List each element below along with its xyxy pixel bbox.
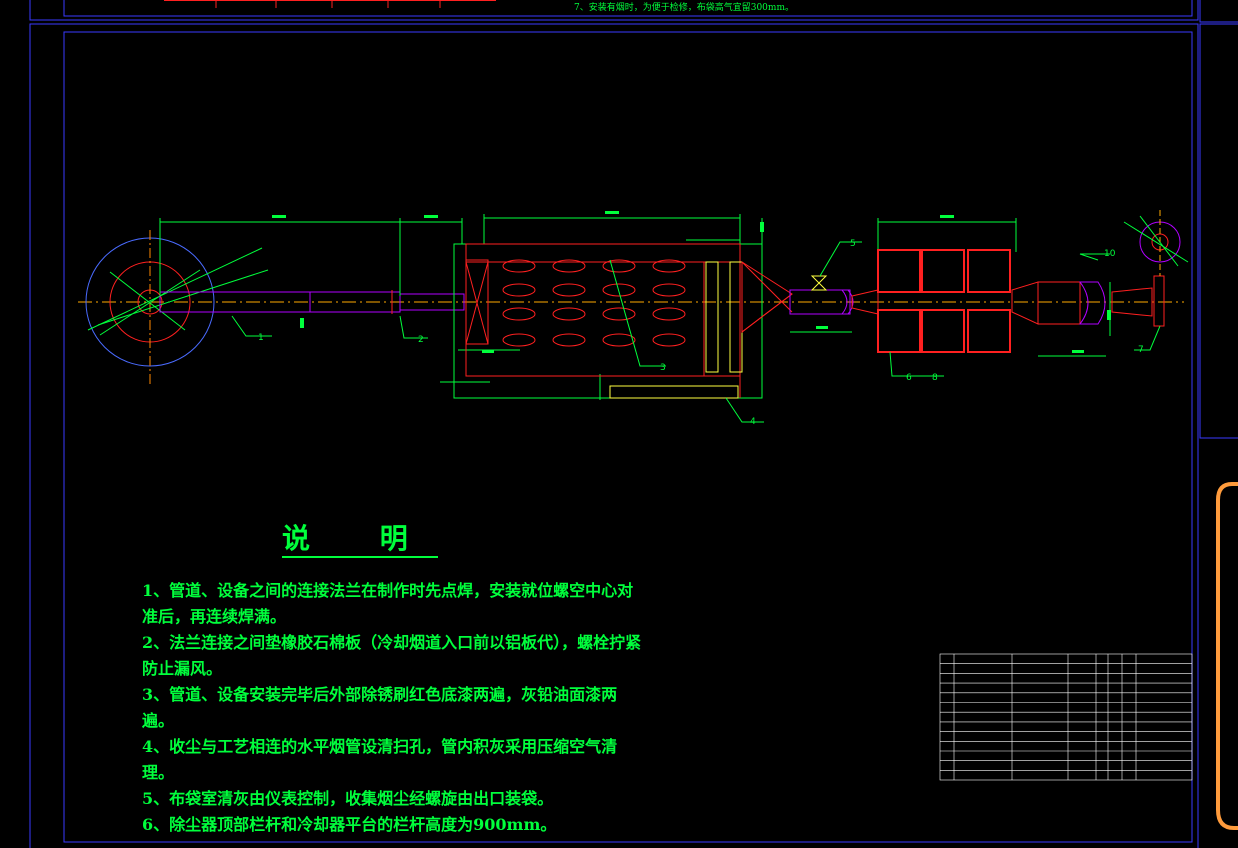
filter-bag [502,333,536,347]
dimension-lines [159,214,1111,400]
filter-bag [602,283,636,297]
note-item: 6、除尘器顶部栏杆和冷却器平台的栏杆高度为900mm。 [142,815,557,834]
drawing-frames [29,0,1238,848]
filter-bag [602,333,636,347]
note-item: 2、法兰连接之间垫橡胶石棉板（冷却烟道入口前以铝板代），螺栓拧紧防止漏风。 [142,633,642,678]
top-sheet-frame-inner [63,0,1193,17]
cyclone-circle [85,230,269,385]
note-item: 1、管道、设备之间的连接法兰在制作时先点焊，安装就位螺空中心对准后，再连续焊满。 [142,581,634,626]
note-item: 3、管道、设备安装完毕后外部除锈刷红色底漆两遍，灰铅油面漆两遍。 [142,685,618,730]
part-label-2: 2 [418,335,424,345]
filter-bag [552,307,586,321]
dust-collector [453,243,793,399]
notes-list: 1、管道、设备之间的连接法兰在制作时先点焊，安装就位螺空中心对准后，再连续焊满。… [142,578,642,838]
part-label-10: 10 [1104,249,1116,259]
filter-bag [652,259,686,273]
filter-bag [552,259,586,273]
leader-lines [231,241,1161,423]
filter-bag [602,307,636,321]
sheet-frame-inner [63,31,1193,843]
outlet-section [789,275,879,315]
part-label-3: 3 [660,363,666,373]
part-label-4: 4 [750,417,756,427]
top-note: 7、安装有烟时，为便于检修，布袋高气宜留300mm。 [574,3,794,13]
stack-section [1037,210,1189,327]
part-label-6: 6 [906,373,912,383]
part-label-1: 1 [258,333,264,343]
right-sheet-frame-middle [1199,23,1238,439]
sheet-frame-outer [29,23,1199,848]
right-sheet-frame-top [1199,0,1238,23]
part-label-7: 7 [1138,345,1144,355]
pipe-1 [159,290,465,314]
filter-bag [502,259,536,273]
filter-bag [602,259,636,273]
part-labels: 1 2 3 4 5 6 8 7 10 [258,239,1144,427]
note-item: 5、布袋室清灰由仪表控制，收集烟尘经螺旋由出口装袋。 [142,789,554,808]
filter-bag [502,307,536,321]
filter-bags [502,259,686,347]
top-ticks [215,0,441,8]
filter-bag [552,333,586,347]
filter-bag [502,283,536,297]
filter-bag [552,283,586,297]
filter-bag [652,333,686,347]
note-item: 4、收尘与工艺相连的水平烟管设清扫孔，管内积灰采用压缩空气清理。 [142,737,618,782]
dimension-values [272,211,1111,353]
side-panel-frame [1216,482,1238,830]
part-label-5: 5 [850,239,856,249]
top-sheet-frame-outer [29,0,1199,21]
notes-title: 说 明 [282,522,438,558]
part-label-8: 8 [932,373,938,383]
filter-bag [652,283,686,297]
cooler-boxes [877,249,1039,353]
filter-bag [652,307,686,321]
parts-table [939,653,1193,781]
